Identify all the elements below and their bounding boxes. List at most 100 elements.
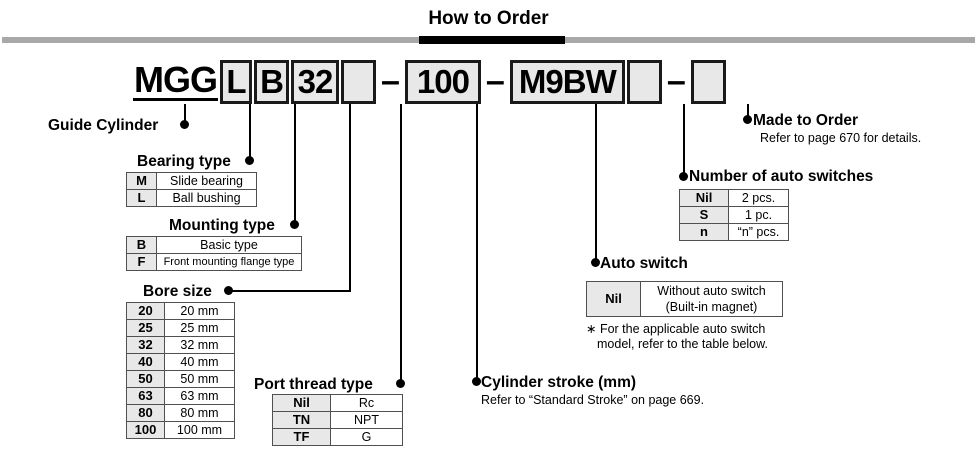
cell-value: 40 mm [164,353,235,371]
leader-bore-size-horizontal [229,290,351,292]
callout-label-bearing-type: Bearing type [137,153,231,170]
table-row: n “n” pcs. [679,223,789,241]
cell-key: Nil [586,281,641,317]
model-segment-stroke[interactable]: 100 [404,60,481,104]
cell-value: G [330,428,403,446]
leader-dot-mounting-type [290,220,299,229]
cell-key: 100 [126,421,165,439]
callout-label-cylinder-stroke: Cylinder stroke (mm) [481,374,637,391]
callout-label-port-thread-type: Port thread type [254,376,373,393]
cell-value: 63 mm [164,387,235,405]
leader-made-to-order [747,104,749,120]
callout-label-bore-size: Bore size [143,283,212,300]
cell-key: 63 [126,387,165,405]
cell-value: Ball bushing [156,189,257,207]
cell-value: 80 mm [164,404,235,422]
table-row: TF G [272,428,403,446]
table-row: 50 50 mm [126,370,235,388]
cell-value: “n” pcs. [728,223,789,241]
leader-cylinder-stroke [476,104,478,382]
cell-key: 50 [126,370,165,388]
cell-key: F [126,253,157,271]
leader-dot-number-of-auto-switches [679,172,688,181]
cell-key: B [126,236,157,254]
cell-value: 50 mm [164,370,235,388]
callout-note-cylinder-stroke: Refer to “Standard Stroke” on page 669. [481,393,705,407]
cell-key: 25 [126,319,165,337]
leader-auto-switch [595,104,597,262]
table-row: 40 40 mm [126,353,235,371]
table-bearing-type: M Slide bearing L Ball bushing [126,172,257,207]
table-row: 100 100 mm [126,421,235,439]
leader-bearing-type [249,104,251,160]
model-segment-mgg: MGG [133,59,218,101]
table-row: L Ball bushing [126,189,257,207]
cell-value: Basic type [156,236,302,254]
model-segment-port[interactable] [341,60,376,104]
leader-dot-cylinder-stroke [472,377,481,386]
cell-value: NPT [330,411,403,429]
table-auto-switch: Nil Without auto switch (Built-in magnet… [586,281,783,317]
cell-value-line1: Without auto switch [657,284,766,298]
callout-footnote-auto-switch-line1: ∗ For the applicable auto switch [586,322,766,336]
cell-key: L [126,189,157,207]
cell-value: 20 mm [164,302,235,320]
model-segment-switchcount[interactable] [626,60,662,104]
callout-note-made-to-order: Refer to page 670 for details. [760,131,922,145]
table-row: TN NPT [272,411,403,429]
table-row: Nil Without auto switch (Built-in magnet… [586,281,783,317]
cell-value: 100 mm [164,421,235,439]
callout-label-auto-switch: Auto switch [600,255,688,272]
model-segment-bore[interactable]: 32 [291,60,339,104]
model-segment-bearing[interactable]: L [220,60,252,104]
table-mounting-type: B Basic type F Front mounting flange typ… [126,236,302,271]
leader-dot-bearing-type [245,156,254,165]
callout-label-guide-cylinder: Guide Cylinder [48,117,159,134]
table-port-thread-type: Nil Rc TN NPT TF G [272,394,403,446]
callout-label-number-of-auto-switches: Number of auto switches [689,168,874,185]
header-black-rule [419,36,565,44]
cell-key: 32 [126,336,165,354]
cell-key: Nil [272,394,331,412]
callout-label-mounting-type: Mounting type [169,217,275,234]
leader-dot-port-thread-type [396,379,405,388]
leader-port-thread-type [400,104,402,384]
leader-number-of-auto-switches [683,104,685,178]
table-row: Nil 2 pcs. [679,189,789,207]
table-row: Nil Rc [272,394,403,412]
callout-label-made-to-order: Made to Order [753,112,859,129]
table-number-of-auto-switches: Nil 2 pcs. S 1 pc. n “n” pcs. [679,189,789,241]
callout-footnote-auto-switch-line2: model, refer to the table below. [597,337,768,351]
table-row: F Front mounting flange type [126,253,302,271]
cell-key: S [679,206,729,224]
table-row: 63 63 mm [126,387,235,405]
leader-mounting-type [294,104,296,224]
cell-key: 40 [126,353,165,371]
cell-value: Slide bearing [156,172,257,190]
leader-dot-guide-cylinder [180,120,189,129]
cell-value: Without auto switch (Built-in magnet) [640,281,783,317]
cell-key: 80 [126,404,165,422]
model-segment-mounting[interactable]: B [254,60,289,104]
table-row: 25 25 mm [126,319,235,337]
cell-key: TN [272,411,331,429]
cell-key: 20 [126,302,165,320]
model-number-row: MGG L B 32 – 100 – M9BW – [133,60,726,104]
cell-key: n [679,223,729,241]
cell-value: Front mounting flange type [156,253,302,271]
table-row: S 1 pc. [679,206,789,224]
cell-value: 25 mm [164,319,235,337]
model-segment-madetoorder[interactable] [690,60,726,104]
model-segment-autoswitch[interactable]: M9BW [509,60,625,104]
table-row: 80 80 mm [126,404,235,422]
page-title: How to Order [428,8,549,29]
cell-key: M [126,172,157,190]
cell-value-line2: (Built-in magnet) [665,300,758,314]
table-bore-size: 20 20 mm 25 25 mm 32 32 mm 40 40 mm 50 5… [126,302,235,439]
model-dash-1: – [381,62,400,100]
leader-guide-cylinder [184,104,186,124]
model-dash-3: – [666,62,686,100]
cell-value: 32 mm [164,336,235,354]
table-row: 20 20 mm [126,302,235,320]
